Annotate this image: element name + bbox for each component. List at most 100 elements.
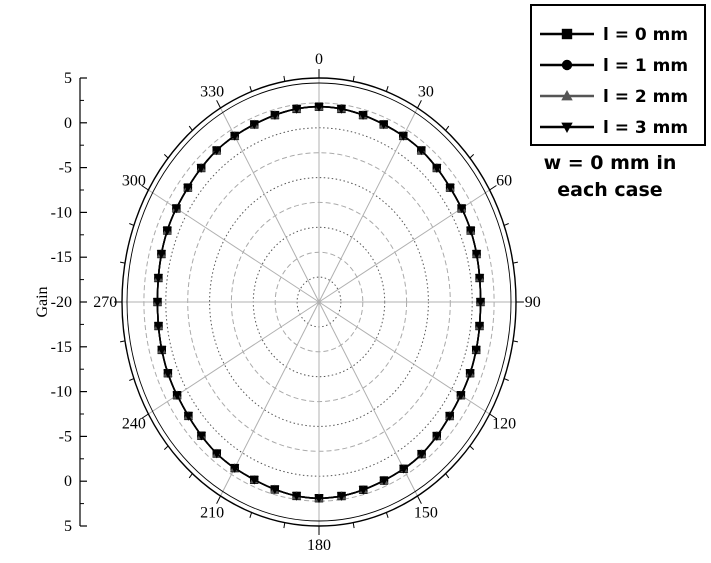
angle-tick (216, 495, 221, 504)
grid-spoke (318, 301, 418, 497)
angle-tick-label: 150 (414, 505, 438, 522)
angle-tick (445, 473, 450, 479)
annotation-line-2: each case (557, 179, 662, 201)
triangle-down-marker (416, 146, 426, 156)
triangle-up-marker (561, 90, 573, 101)
triangle-down-marker (230, 464, 240, 473)
triangle-down-marker (561, 122, 573, 133)
triangle-down-marker (163, 369, 173, 378)
series-layer (152, 101, 486, 504)
angle-tick-label: 270 (93, 294, 117, 311)
angle-tick (141, 413, 149, 419)
triangle-down-marker (432, 164, 442, 173)
triangle-down-marker (417, 450, 427, 459)
angle-tick (129, 378, 135, 381)
angle-tick (503, 223, 509, 226)
triangle-down-marker (471, 250, 482, 259)
legend-label: l = 1 mm (603, 56, 688, 76)
radial-tick-label: -15 (51, 249, 72, 266)
outer-ring-inner (126, 82, 512, 522)
radial-tick-label: -5 (59, 160, 72, 177)
angle-tick (469, 445, 475, 450)
triangle-down-marker (156, 250, 167, 259)
triangle-down-marker (183, 412, 194, 421)
legend: l = 0 mml = 1 mml = 2 mml = 3 mm (530, 4, 706, 146)
triangle-down-marker (432, 432, 442, 441)
triangle-down-marker (336, 105, 346, 114)
radial-tick-label: -10 (51, 204, 72, 221)
legend-box (530, 4, 706, 146)
angle-tick (503, 378, 509, 381)
angle-tick (352, 522, 355, 529)
triangle-down-marker (336, 492, 347, 501)
triangle-down-marker (196, 164, 206, 173)
grid-spoke (220, 107, 320, 303)
triangle-down-marker (152, 298, 163, 307)
angle-tick (352, 75, 355, 82)
triangle-down-marker (270, 111, 280, 120)
triangle-down-marker (162, 226, 172, 236)
angle-tick (417, 100, 422, 109)
angle-tick (120, 261, 126, 264)
triangle-down-marker (212, 146, 222, 156)
angle-tick (512, 340, 519, 343)
angle-tick (120, 340, 126, 343)
radial-tick-label: 0 (64, 473, 72, 490)
angle-tick (489, 185, 497, 191)
angle-tick (445, 125, 450, 131)
triangle-down-marker (212, 449, 222, 459)
angle-tick-label: 30 (418, 84, 434, 101)
angle-tick (163, 154, 169, 159)
radial-tick-label: -20 (51, 294, 72, 311)
legend-item: l = 1 mm (540, 56, 688, 76)
series-3 (152, 103, 486, 504)
angle-tick (283, 522, 286, 529)
radial-tick-label: 5 (64, 518, 72, 535)
angle-tick-label: 90 (525, 294, 541, 311)
angle-tick-label: 210 (200, 505, 224, 522)
radial-tick-label: 0 (64, 115, 72, 132)
triangle-down-marker (474, 322, 485, 331)
radial-tick-label: -15 (51, 339, 72, 356)
angle-tick (163, 445, 169, 450)
triangle-down-marker (172, 391, 182, 401)
angle-tick-label: 60 (496, 173, 512, 190)
angle-tick-label: 0 (315, 51, 323, 68)
triangle-down-marker (475, 298, 486, 307)
legend-item: l = 2 mm (540, 87, 688, 107)
triangle-down-marker (314, 494, 324, 504)
triangle-down-marker (183, 184, 193, 193)
angle-tick (129, 223, 135, 226)
triangle-down-marker (291, 492, 302, 501)
triangle-down-marker (157, 346, 167, 355)
triangle-down-marker (249, 476, 259, 485)
angle-tick-label: 240 (122, 416, 146, 433)
triangle-down-marker (196, 432, 207, 441)
polar-grid (114, 69, 524, 535)
legend-label: l = 2 mm (603, 87, 688, 107)
triangle-down-marker (249, 120, 259, 130)
angle-tick-label: 120 (492, 416, 516, 433)
angle-tick (385, 512, 389, 518)
angle-tick (141, 185, 149, 191)
angle-tick (417, 495, 422, 504)
radial-tick-label: -5 (59, 428, 72, 445)
triangle-down-marker (465, 369, 475, 378)
angle-tick (469, 154, 475, 159)
triangle-down-marker (445, 184, 455, 193)
grid-spoke (220, 301, 320, 497)
triangle-down-marker (466, 226, 476, 236)
triangle-down-marker (230, 132, 240, 141)
triangle-down-marker (270, 485, 280, 495)
angle-tick (249, 86, 253, 92)
angle-tick (188, 125, 193, 131)
triangle-down-marker (379, 476, 389, 486)
triangle-down-marker (445, 412, 455, 421)
angle-tick-label: 300 (122, 173, 146, 190)
legend-label: l = 3 mm (603, 118, 688, 138)
y-axis-label: Gain (34, 286, 51, 317)
angle-tick-label: 180 (307, 537, 331, 554)
angle-tick (489, 413, 497, 419)
triangle-down-marker (457, 204, 467, 214)
